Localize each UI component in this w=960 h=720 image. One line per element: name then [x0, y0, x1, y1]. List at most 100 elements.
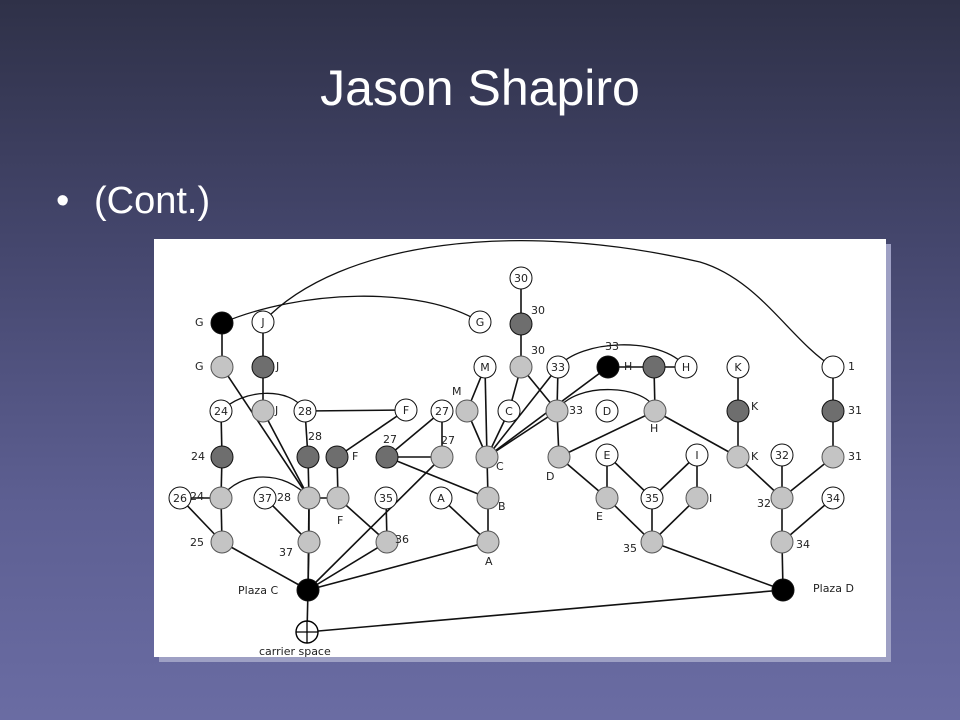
node-nHl: [643, 399, 667, 423]
node-n32l: [770, 486, 794, 510]
node-n35l: [640, 530, 664, 554]
edge-nMw-nCl: [484, 366, 488, 458]
node-nEw: [595, 443, 619, 467]
node-n27w: [430, 399, 454, 423]
node-nMw: [473, 355, 497, 379]
node-nFl: [326, 486, 350, 510]
node-label-nAw: A: [437, 492, 445, 505]
diagram-label-t32: 32: [757, 497, 771, 510]
node-n31d: [821, 399, 845, 423]
diagram-label-t30a: 30: [531, 304, 545, 317]
diagram-label-tI: I: [709, 492, 712, 505]
node-n33l: [545, 399, 569, 423]
bullet-item: •(Cont.): [56, 178, 210, 224]
diagram-label-t24: 24: [191, 450, 205, 463]
diagram-label-tG1: G: [195, 316, 204, 329]
node-n32w: [770, 443, 794, 467]
edge-n27l-nPC: [307, 456, 443, 591]
node-n28w: [293, 399, 317, 423]
edge-nJl-n28l: [262, 410, 310, 499]
node-n25l: [210, 530, 234, 554]
node-label-n37w: 37: [258, 492, 272, 505]
edge-n27d-nBl: [386, 456, 489, 499]
node-label-n35w: 35: [379, 492, 393, 505]
node-n33b: [596, 355, 620, 379]
node-n31l: [821, 445, 845, 469]
diagram-label-tF2: F: [337, 514, 343, 527]
node-nIl: [685, 486, 709, 510]
diagram-label-t28b: 28: [277, 491, 291, 504]
node-n30l: [509, 355, 533, 379]
node-n24w: [209, 399, 233, 423]
node-n24l: [209, 486, 233, 510]
diagram-label-tPD: Plaza D: [813, 582, 854, 595]
node-label-nJw: J: [260, 316, 264, 329]
carrier-space-node: [295, 620, 319, 644]
node-label-nEw: E: [604, 449, 611, 462]
diagram-label-t31b: 31: [848, 450, 862, 463]
node-label-n24w: 24: [214, 405, 228, 418]
edge-nDl-nHl: [558, 410, 656, 458]
diagram-label-tPC: Plaza C: [238, 584, 278, 597]
slide-title: Jason Shapiro: [320, 60, 640, 116]
edge-nHl-nKl: [654, 410, 739, 458]
diagram-label-tH2: H: [650, 422, 658, 435]
edge-n28w-nFw: [304, 409, 407, 412]
node-nJw: [251, 310, 275, 334]
node-label-n27w: 27: [435, 405, 449, 418]
node-nBl: [476, 486, 500, 510]
diagram-label-tK1: K: [751, 400, 759, 413]
diagram-label-t25: 25: [190, 536, 204, 549]
node-n37l: [297, 530, 321, 554]
node-nIw: [685, 443, 709, 467]
node-label-nIw: I: [695, 449, 698, 462]
node-label-nCw: C: [505, 405, 513, 418]
node-label-n30w: 30: [514, 272, 528, 285]
node-label-n26w: 26: [173, 492, 187, 505]
diagram-label-t30b: 30: [531, 344, 545, 357]
node-n35wb: [640, 486, 664, 510]
edge-nGl-n28l: [221, 366, 310, 499]
diagram-label-tK2: K: [751, 450, 759, 463]
diagram-label-t27: 27: [383, 433, 397, 446]
node-label-nHw: H: [682, 361, 690, 374]
node-label-nGw: G: [476, 316, 485, 329]
edge-n25l-nPC: [221, 541, 309, 591]
bullet-dot-icon: •: [56, 180, 70, 222]
node-nJl: [251, 399, 275, 423]
node-nGb: [210, 311, 234, 335]
node-n28l: [297, 486, 321, 510]
edge-nCS-nPD: [306, 589, 784, 633]
node-label-n28w: 28: [298, 405, 312, 418]
edge-n33l-nCl: [486, 410, 558, 458]
edge-n27w-n27d: [386, 410, 443, 458]
edge-nAl-nPC: [307, 541, 489, 591]
node-n28d: [296, 445, 320, 469]
node-n37w: [253, 486, 277, 510]
diagram-label-t34: 34: [796, 538, 810, 551]
node-nGw: [468, 310, 492, 334]
curved-edge-4: [557, 344, 687, 368]
node-n27d: [375, 445, 399, 469]
node-n30d: [509, 312, 533, 336]
diagram-label-tD: D: [546, 470, 554, 483]
node-nFw: [394, 398, 418, 422]
diagram-label-tF1: F: [352, 450, 358, 463]
diagram-label-t33b: 33: [569, 404, 583, 417]
node-label-n34w: 34: [826, 492, 840, 505]
diagram-label-tA: A: [485, 555, 493, 568]
diagram-label-tJ1: J: [275, 360, 279, 373]
diagram-label-t35: 35: [623, 542, 637, 555]
node-n30w: [509, 266, 533, 290]
diagram-label-tG2: G: [195, 360, 204, 373]
node-label-nMw: M: [480, 361, 490, 374]
diagram-label-t36: 36: [395, 533, 409, 546]
diagram-label-tH1: H: [624, 360, 632, 373]
node-nFd: [325, 445, 349, 469]
node-label-n33w: 33: [551, 361, 565, 374]
node-label-nDw: D: [603, 405, 611, 418]
node-nHw: [674, 355, 698, 379]
